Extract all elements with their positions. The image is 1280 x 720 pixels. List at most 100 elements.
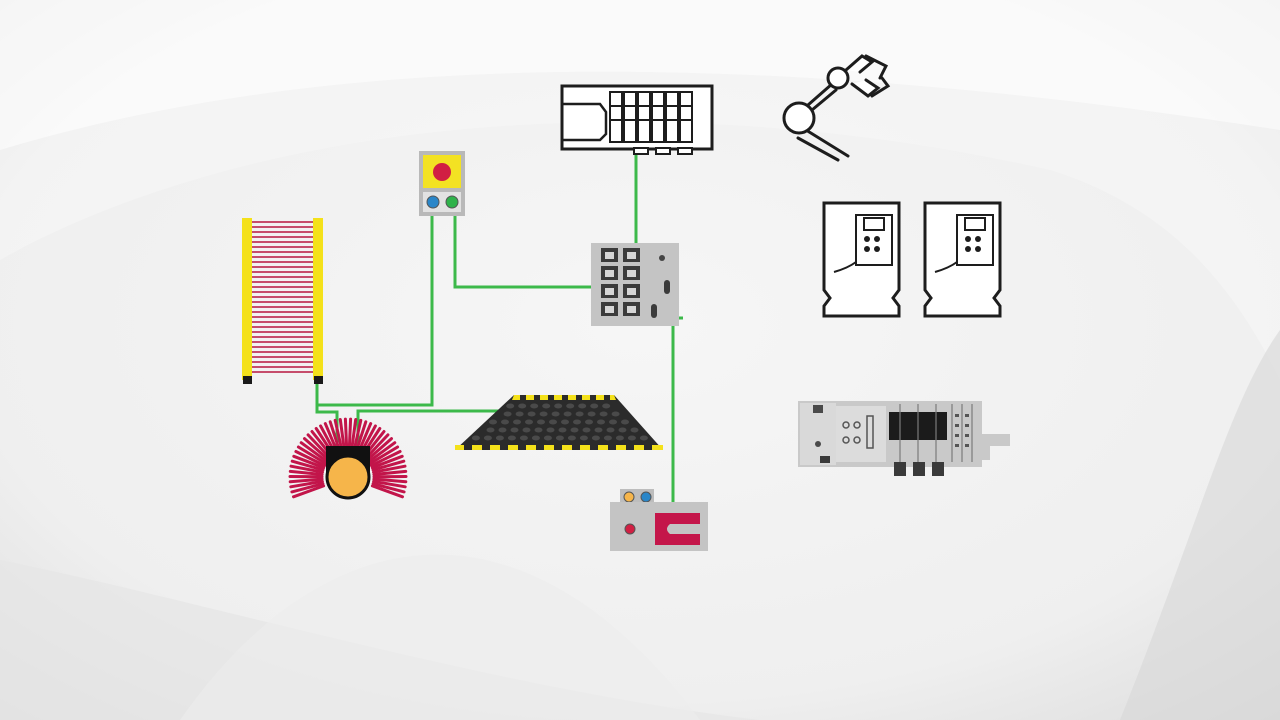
scanner-ray: [370, 484, 404, 499]
mat-texture-dot: [585, 419, 593, 425]
mat-texture-dot: [618, 427, 627, 433]
mat-texture-dot: [567, 435, 576, 441]
mat-texture-dot: [591, 435, 600, 441]
mat-texture-dot: [537, 419, 545, 425]
mat-texture-dot: [501, 419, 509, 425]
scanner-ray: [370, 454, 404, 470]
mat-texture-dot: [609, 419, 617, 425]
scanner-ray: [372, 469, 408, 476]
wire-estop-to-curtain: [315, 216, 434, 407]
plc-controller-icon: [798, 401, 1010, 476]
mat-texture-dot: [602, 403, 611, 409]
mat-texture-dot: [542, 403, 551, 409]
mat-texture-dot: [527, 411, 536, 417]
mat-texture-dot: [578, 403, 587, 409]
variable-frequency-drive-icon: [923, 201, 1002, 318]
scanner-ray: [289, 479, 324, 489]
io-rack-icon: [560, 84, 714, 155]
mat-texture-dot: [615, 435, 624, 441]
mat-texture-dot: [506, 403, 515, 409]
mat-texture-dot: [582, 427, 591, 433]
mat-texture-dot: [579, 435, 588, 441]
mat-texture-dot: [570, 427, 579, 433]
mat-texture-dot: [558, 427, 567, 433]
variable-frequency-drive-icon: [822, 201, 901, 318]
safety-mat-icon: [455, 395, 663, 450]
ethernet-switch-icon: [591, 243, 679, 326]
mat-texture-dot: [513, 419, 521, 425]
interlock-switch-icon: [610, 489, 708, 551]
mat-texture-dot: [630, 427, 639, 433]
mat-texture-dot: [606, 427, 615, 433]
mat-texture-dot: [489, 419, 497, 425]
mat-texture-dot: [549, 419, 557, 425]
mat-texture-dot: [525, 419, 533, 425]
mat-texture-dot: [566, 403, 575, 409]
scanner-ray: [289, 464, 324, 474]
mat-texture-dot: [518, 403, 527, 409]
mat-texture-dot: [611, 411, 620, 417]
mat-texture-dot: [590, 403, 599, 409]
scanner-ray: [347, 417, 353, 453]
mat-texture-dot: [543, 435, 552, 441]
mat-texture-dot: [510, 427, 519, 433]
mat-texture-dot: [539, 411, 548, 417]
mat-texture-dot: [507, 435, 516, 441]
mat-texture-dot: [563, 411, 572, 417]
mat-texture-dot: [639, 435, 648, 441]
wire-estop-to-switch: [453, 216, 592, 289]
mat-texture-dot: [519, 435, 528, 441]
scanner-ray: [288, 477, 324, 484]
light-curtain-icon: [242, 218, 323, 384]
scanner-ray: [338, 418, 346, 453]
scanner-ray: [350, 418, 358, 453]
scanner-ray: [292, 454, 326, 470]
mat-texture-dot: [597, 419, 605, 425]
mat-texture-dot: [587, 411, 596, 417]
mat-texture-dot: [594, 427, 603, 433]
mat-texture-dot: [531, 435, 540, 441]
emergency-stop-icon: [419, 151, 465, 216]
scanner-ray: [369, 450, 402, 468]
scanner-ray: [299, 441, 329, 464]
scanner-ray: [292, 484, 326, 499]
scanner-ray: [372, 479, 407, 489]
mat-texture-dot: [486, 427, 495, 433]
mat-texture-dot: [551, 411, 560, 417]
scanner-ray: [288, 469, 324, 476]
scanner-ray: [368, 445, 400, 465]
scanner-ray: [290, 459, 325, 472]
mat-texture-dot: [546, 427, 555, 433]
scanner-ray: [290, 482, 325, 494]
scanner-ray: [372, 464, 407, 474]
mat-texture-dot: [522, 427, 531, 433]
scanner-ray: [343, 417, 349, 453]
mat-texture-dot: [534, 427, 543, 433]
scanner-ray: [294, 450, 327, 468]
mat-texture-dot: [503, 411, 512, 417]
mat-texture-dot: [603, 435, 612, 441]
scanner-ray: [296, 445, 328, 465]
mat-texture-dot: [554, 403, 563, 409]
mat-texture-dot: [515, 411, 524, 417]
mat-texture-dot: [627, 435, 636, 441]
mat-texture-dot: [621, 419, 629, 425]
mat-texture-dot: [575, 411, 584, 417]
mat-texture-dot: [471, 435, 480, 441]
scanner-ray: [372, 477, 408, 484]
scanner-ray: [371, 482, 406, 494]
laser-scanner-icon: [288, 417, 408, 500]
mat-texture-dot: [483, 435, 492, 441]
mat-texture-dot: [555, 435, 564, 441]
mat-texture-dot: [498, 427, 507, 433]
mat-texture-dot: [530, 403, 539, 409]
scanner-ray: [366, 437, 393, 462]
robot-arm-icon: [782, 54, 891, 162]
scanner-ray: [303, 437, 330, 462]
scanner-ray: [367, 441, 397, 464]
mat-texture-dot: [561, 419, 569, 425]
mat-texture-dot: [599, 411, 608, 417]
mat-texture-dot: [495, 435, 504, 441]
mat-texture-dot: [573, 419, 581, 425]
